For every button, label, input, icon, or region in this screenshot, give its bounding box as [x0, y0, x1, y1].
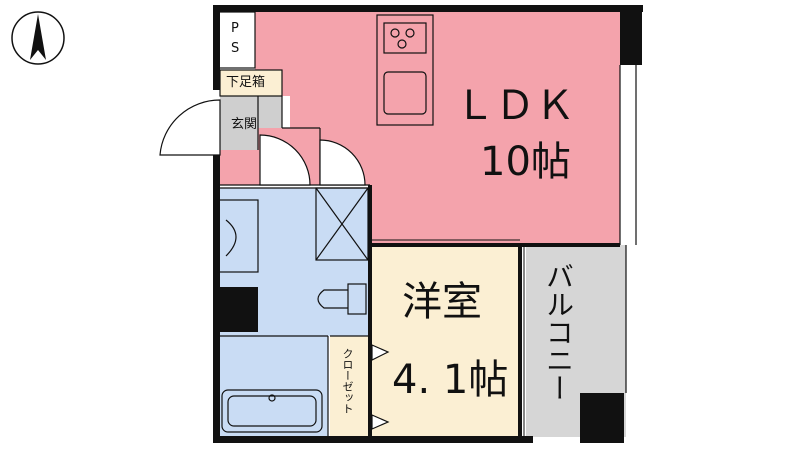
- shoe-box-label: 下足箱: [226, 75, 266, 90]
- toilet: [317, 283, 367, 315]
- washer-space: [315, 187, 369, 261]
- ldk-name: ＬＤＫ: [455, 83, 575, 129]
- entrance-label: 玄関: [231, 117, 258, 132]
- wash-basin: [217, 199, 259, 273]
- ps-label-p: P: [231, 21, 239, 36]
- bathroom: [218, 336, 328, 436]
- hall-doors: [259, 134, 366, 186]
- ps-box: [218, 12, 255, 68]
- ldk-size: 10帖: [480, 139, 571, 185]
- ps-label-s: S: [231, 41, 240, 56]
- closet-label: クローゼット: [341, 348, 354, 414]
- entrance-door: [159, 99, 221, 156]
- balcony-label: バルコニー: [542, 262, 575, 402]
- shoe-box: [220, 70, 282, 96]
- balcony-window: [372, 239, 525, 441]
- north-arrow-icon: [11, 11, 65, 65]
- bathtub: [221, 389, 323, 433]
- ldk-room: [255, 12, 620, 245]
- bedroom-name: 洋室: [402, 279, 482, 325]
- closet: [330, 336, 370, 436]
- kitchen-counter: [376, 14, 434, 126]
- entrance-floor: [220, 96, 282, 150]
- bedroom-size: 4. 1帖: [392, 357, 509, 403]
- bedroom: [370, 245, 520, 437]
- closet-doors: [371, 344, 390, 430]
